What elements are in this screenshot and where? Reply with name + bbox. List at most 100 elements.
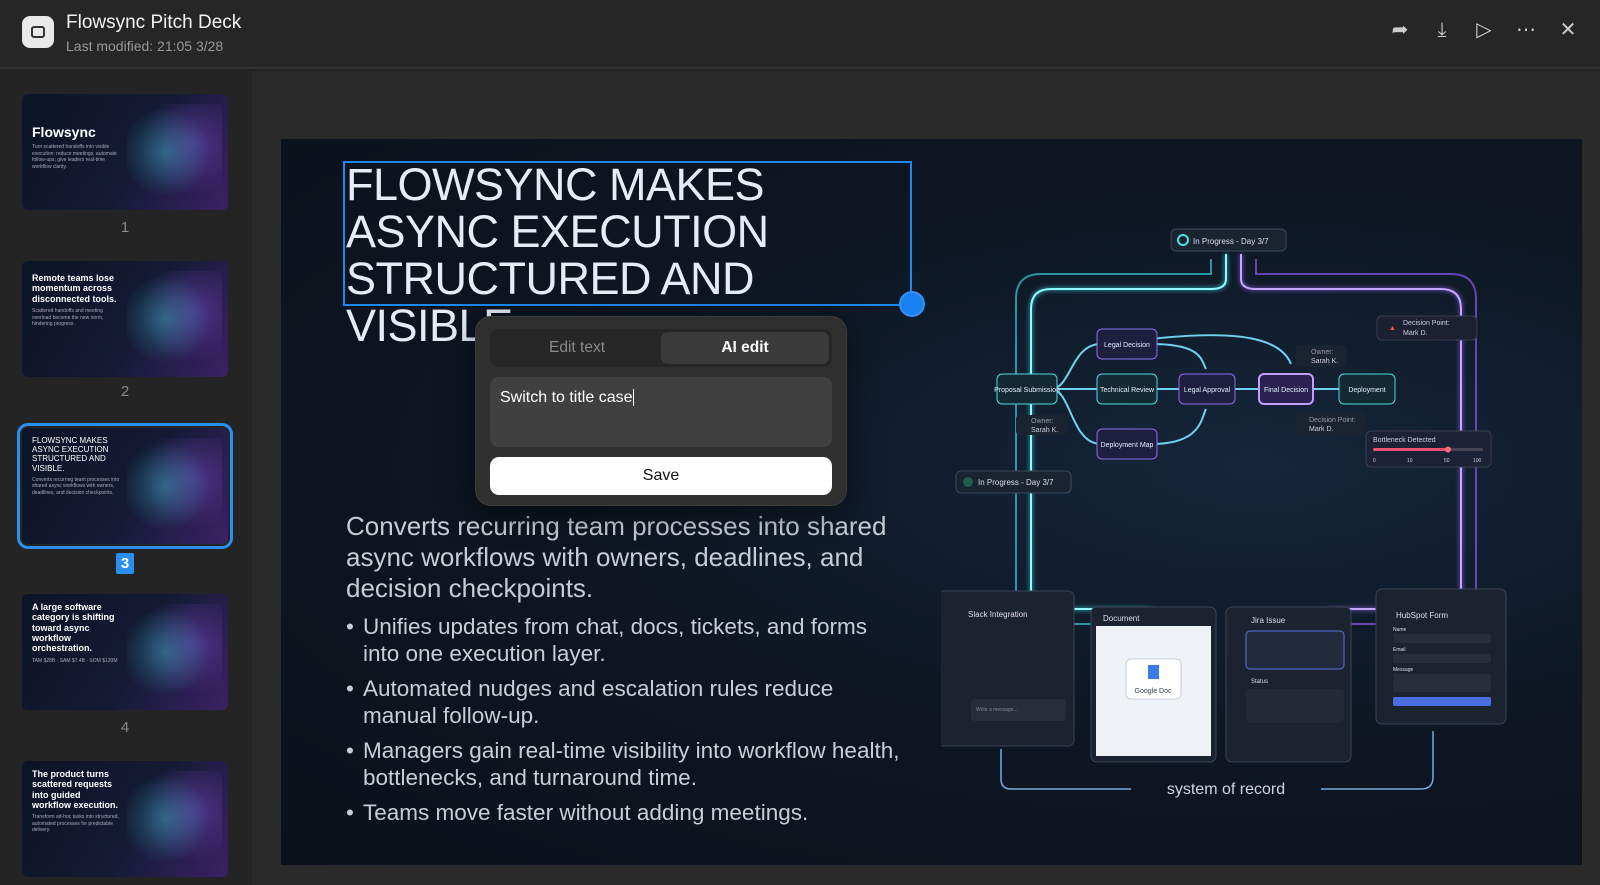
thumbnail-art [127, 771, 222, 867]
thumbnail-art [127, 438, 222, 534]
play-icon[interactable]: ▷ [1476, 19, 1492, 41]
thumb-title: A large software category is shifting to… [32, 602, 115, 654]
node-label: Proposal Submission [994, 387, 1060, 394]
edit-mode-toggle: Edit text AI edit [490, 329, 832, 367]
diagram-label: In Progress - Day 3/7 [1193, 237, 1269, 246]
thumb-text: Scattered handoffs and meeting overload … [32, 308, 104, 328]
diagram-label: Status [1251, 679, 1268, 685]
diagram-label: Mark D. [1403, 330, 1428, 337]
more-icon[interactable]: ⋯ [1516, 19, 1536, 41]
close-icon[interactable]: ✕ [1559, 19, 1577, 41]
diagram-label: Decision Point: [1309, 417, 1356, 424]
node-final [1258, 373, 1314, 405]
title-bar: Flowsync Pitch Deck Last modified: 21:05… [0, 0, 1600, 69]
selection-box [343, 161, 912, 306]
system-of-record-label: system of record [1167, 781, 1285, 798]
save-button[interactable]: Save [490, 457, 832, 495]
slide-title[interactable]: FLOWSYNC MAKES ASYNC EXECUTION STRUCTURE… [346, 159, 769, 351]
diagram-label: 0 [1373, 458, 1376, 464]
status-pill-left: In Progress - Day 3/7 [955, 470, 1072, 494]
diagram-label: Message [1393, 667, 1414, 673]
bullet[interactable]: Teams move faster without adding meeting… [346, 799, 906, 826]
thumbnail-art [127, 104, 222, 200]
slide-number: 4 [120, 719, 130, 736]
bullet[interactable]: Unifies updates from chat, docs, tickets… [346, 613, 906, 667]
node-label: Deployment Map [1101, 442, 1154, 449]
thumb-text: Turn scattered handoffs into visible exe… [32, 144, 117, 170]
slide-number: 2 [120, 383, 130, 400]
thumb-title: Flowsync [32, 124, 96, 140]
node-label: Final Decision [1264, 387, 1308, 394]
tab-edit-text[interactable]: Edit text [549, 339, 605, 356]
thumb-title: The product turns scattered requests int… [32, 769, 119, 811]
slide-3: FLOWSYNC MAKES ASYNC EXECUTION STRUCTURE… [281, 139, 1582, 865]
diagram-label: Sarah K. [1311, 358, 1338, 365]
slide-thumbnail-2[interactable]: Remote teams lose momentum across discon… [22, 261, 228, 377]
diagram-label: 50 [1444, 458, 1450, 464]
node-label: Legal Approval [1184, 387, 1231, 394]
node-technical [1096, 373, 1158, 405]
diagram-label: Sarah K. [1031, 427, 1058, 434]
diagram-label: 100 [1473, 458, 1482, 464]
diagram-label: Slack Integration [968, 610, 1028, 619]
slide-lead[interactable]: Converts recurring team processes into s… [346, 511, 887, 603]
diagram-label: Write a message... [976, 707, 1018, 713]
slide-thumbnail-5[interactable]: The product turns scattered requests int… [22, 761, 228, 877]
node-deployment [1338, 373, 1396, 405]
node-label: Technical Review [1100, 387, 1155, 394]
slide-number: 1 [120, 219, 130, 236]
diagram-label: Owner: [1311, 349, 1334, 356]
slide-number-selected: 3 [0, 553, 250, 574]
app-icon [22, 16, 54, 48]
thumb-text: Transform ad-hoc tasks into structured, … [32, 814, 119, 834]
thumb-text: Converts recurring team processes into s… [32, 476, 120, 496]
status-pill-top: In Progress - Day 3/7 [1170, 228, 1287, 252]
tab-ai-edit[interactable]: AI edit [661, 332, 829, 364]
edit-popup: Edit text AI edit Switch to title case S… [475, 316, 847, 506]
thumb-text: TAM $28B · SAM $7.4B · SOM $120M [32, 657, 118, 664]
ai-prompt-value: Switch to title case [500, 389, 633, 406]
diagram-label: HubSpot Form [1396, 611, 1448, 620]
share-icon[interactable]: ➦ [1391, 19, 1409, 41]
node-label: Legal Decision [1104, 342, 1150, 349]
diagram-label: Owner: [1031, 418, 1054, 425]
last-modified: Last modified: 21:05 3/28 [66, 38, 224, 54]
bullet[interactable]: Automated nudges and escalation rules re… [346, 675, 906, 729]
svg-text:▲: ▲ [1389, 325, 1396, 332]
node-proposal [996, 373, 1058, 405]
diagram-label: Jira Issue [1251, 616, 1286, 625]
diagram-label: In Progress - Day 3/7 [978, 478, 1054, 487]
diagram-label: 10 [1407, 458, 1413, 464]
bullet[interactable]: Managers gain real-time visibility into … [346, 737, 906, 791]
resize-handle[interactable] [899, 291, 925, 317]
slide-thumbnail-4[interactable]: A large software category is shifting to… [22, 594, 228, 710]
diagram-label: Mark D. [1309, 426, 1334, 433]
diagram-label: Email [1393, 647, 1406, 653]
document-title: Flowsync Pitch Deck [66, 12, 242, 33]
thumbnail-art [127, 271, 222, 367]
node-legal-decision [1096, 328, 1158, 360]
thumb-title: Remote teams lose momentum across discon… [32, 273, 117, 304]
bullet-list: Unifies updates from chat, docs, tickets… [346, 613, 906, 834]
slide-thumbnail-3[interactable]: FLOWSYNC MAKES ASYNC EXECUTION STRUCTURE… [17, 423, 233, 549]
diagram-label: Decision Point: [1403, 320, 1450, 327]
diagram-label: Name [1393, 627, 1407, 633]
workflow-diagram: In Progress - Day 3/7 In Progress - Day … [941, 228, 1507, 798]
diagram-label: Document [1103, 614, 1140, 623]
thumb-title: FLOWSYNC MAKES ASYNC EXECUTION STRUCTURE… [32, 436, 109, 473]
text-caret [632, 389, 634, 407]
node-deployment-map [1096, 428, 1158, 460]
download-icon[interactable]: ⤓ [1437, 19, 1447, 41]
thumbnail-art [127, 604, 222, 700]
node-legal-approval [1178, 373, 1236, 405]
diagram-label: Google Doc [1135, 688, 1172, 695]
node-label: Deployment [1348, 387, 1385, 394]
diagram-label: Bottleneck Detected [1373, 437, 1436, 444]
ai-prompt-input[interactable]: Switch to title case [490, 377, 832, 447]
